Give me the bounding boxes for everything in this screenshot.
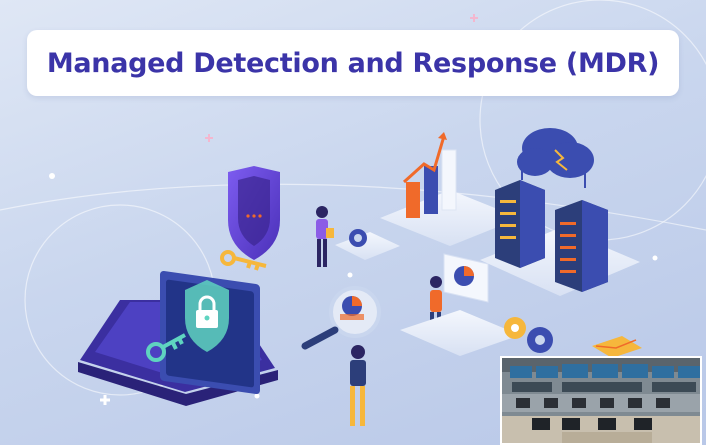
shield-icon: [228, 166, 280, 260]
bar-chart-icon: [380, 132, 520, 246]
server-icon: [480, 180, 640, 296]
key-icon: [146, 333, 186, 362]
pie-chart-icon: [443, 253, 489, 303]
person-man-thinking: [350, 345, 366, 426]
floor-tile: [400, 310, 520, 356]
padlock-icon: [185, 280, 229, 352]
sparkles: [49, 14, 658, 405]
gear-tile: [335, 229, 400, 260]
title-card: Managed Detection and Response (MDR): [27, 30, 679, 96]
envelope-icon: [592, 336, 642, 358]
person-woman: [316, 206, 334, 267]
cloud-icon: [517, 128, 594, 188]
operations-center-photo: [500, 356, 702, 445]
magnifier-icon: [301, 286, 381, 350]
page-title: Managed Detection and Response (MDR): [46, 47, 660, 79]
gear-icon: [504, 317, 553, 353]
key-icon-orange: [220, 250, 267, 271]
